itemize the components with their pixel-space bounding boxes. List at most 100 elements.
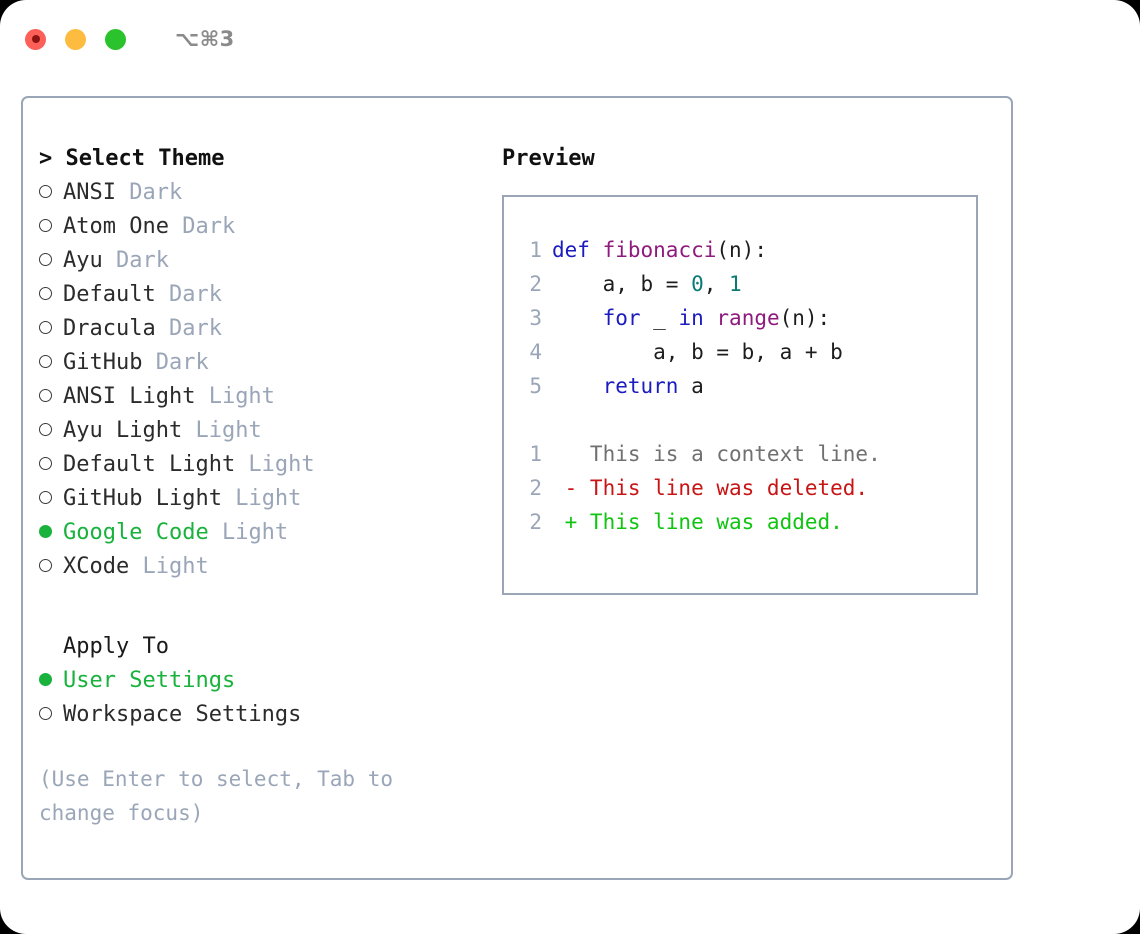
radio-unselected-icon [39, 176, 63, 210]
option-variant-tag: Dark [168, 214, 236, 239]
radio-selected-icon [39, 516, 63, 550]
minimize-button[interactable] [65, 28, 86, 50]
theme-option-3[interactable]: Default Dark [39, 278, 489, 312]
code-token [590, 238, 603, 262]
code-token: _ [640, 306, 679, 330]
option-variant-tag: Dark [102, 248, 169, 273]
option-label: Default [63, 282, 156, 307]
code-line: 1 def fibonacci(n): [521, 233, 976, 267]
option-label: Atom One [63, 214, 169, 239]
line-number: 5 [529, 374, 542, 398]
zoom-button[interactable] [105, 28, 126, 50]
code-line: 5 return a [521, 369, 976, 403]
code-token: range [716, 306, 780, 330]
theme-option-5[interactable]: GitHub Dark [39, 346, 489, 380]
line-number: 2 [529, 476, 542, 500]
option-variant-tag: Light [208, 520, 289, 545]
option-variant-tag: Light [235, 452, 315, 477]
line-number: 1 [529, 442, 542, 466]
option-variant-tag: Dark [142, 350, 209, 375]
apply-to-header: Apply To [63, 634, 169, 659]
radio-marker [39, 491, 52, 504]
code-token: a [678, 374, 704, 398]
code-token: (n): [779, 306, 831, 330]
theme-option-4[interactable]: Dracula Dark [39, 312, 489, 346]
theme-option-0[interactable]: ANSI Dark [39, 176, 489, 210]
theme-option-6[interactable]: ANSI Light Light [39, 380, 489, 414]
radio-marker [39, 219, 52, 232]
option-label: Google Code [63, 520, 209, 545]
title-bar: ⌥⌘3 [0, 0, 1140, 78]
window-controls [25, 28, 126, 50]
radio-unselected-icon [39, 550, 63, 584]
radio-marker [39, 707, 52, 720]
radio-unselected-icon [39, 448, 63, 482]
radio-marker [39, 673, 52, 686]
radio-marker [39, 525, 52, 538]
theme-option-9[interactable]: GitHub Light Light [39, 482, 489, 516]
code-token: fibonacci [602, 238, 717, 262]
code-diff-separator [521, 403, 976, 437]
theme-option-11[interactable]: XCode Light [39, 550, 489, 584]
section-spacer [39, 584, 489, 630]
radio-marker [39, 389, 52, 402]
code-token: 0 [691, 272, 704, 296]
code-token: - This line was deleted. [552, 476, 869, 500]
option-label: Workspace Settings [63, 702, 302, 727]
radio-marker [39, 423, 52, 436]
radio-unselected-icon [39, 482, 63, 516]
line-number: 2 [529, 510, 542, 534]
radio-marker [39, 457, 52, 470]
radio-marker [39, 287, 52, 300]
line-number: 2 [529, 272, 542, 296]
option-variant-tag: Dark [155, 282, 222, 307]
code-line: 3 for _ in range(n): [521, 301, 976, 335]
close-button[interactable] [25, 28, 46, 50]
radio-marker [39, 253, 52, 266]
option-label: GitHub Light [63, 486, 222, 511]
code-token: a, b = b, a + b [552, 340, 843, 364]
hint-spacer [39, 732, 489, 762]
apply-to-option-0[interactable]: User Settings [39, 664, 489, 698]
option-variant-tag: Light [129, 554, 209, 579]
code-token: (n): [716, 238, 767, 262]
code-token: , [703, 272, 730, 296]
option-variant-tag: Light [182, 418, 262, 443]
line-number: 4 [529, 340, 542, 364]
option-label: Ayu [63, 248, 103, 273]
code-token: def [552, 238, 590, 262]
option-label: Default Light [63, 452, 236, 477]
code-token [552, 306, 603, 330]
radio-marker [39, 185, 52, 198]
option-variant-tag: Dark [115, 180, 183, 205]
option-label: Ayu Light [63, 418, 183, 443]
code-token: return [602, 374, 679, 398]
radio-unselected-icon [39, 414, 63, 448]
code-line: 2 a, b = 0, 1 [521, 267, 976, 301]
radio-unselected-icon [39, 380, 63, 414]
theme-option-7[interactable]: Ayu Light Light [39, 414, 489, 448]
code-token: in [678, 306, 704, 330]
line-number: 3 [529, 306, 542, 330]
theme-option-2[interactable]: Ayu Dark [39, 244, 489, 278]
theme-option-8[interactable]: Default Light Light [39, 448, 489, 482]
preview-title: Preview [502, 146, 595, 171]
theme-option-10[interactable]: Google Code Light [39, 516, 489, 550]
option-variant-tag: Dark [155, 316, 222, 341]
option-label: XCode [63, 554, 130, 579]
keyboard-shortcut-label: ⌥⌘3 [175, 27, 235, 51]
radio-unselected-icon [39, 210, 63, 244]
apply-to-option-1[interactable]: Workspace Settings [39, 698, 489, 732]
diff-line: 1 This is a context line. [521, 437, 976, 471]
line-number: 1 [529, 238, 542, 262]
theme-option-1[interactable]: Atom One Dark [39, 210, 489, 244]
radio-unselected-icon [39, 312, 63, 346]
code-token [552, 374, 603, 398]
option-label: Dracula [63, 316, 156, 341]
